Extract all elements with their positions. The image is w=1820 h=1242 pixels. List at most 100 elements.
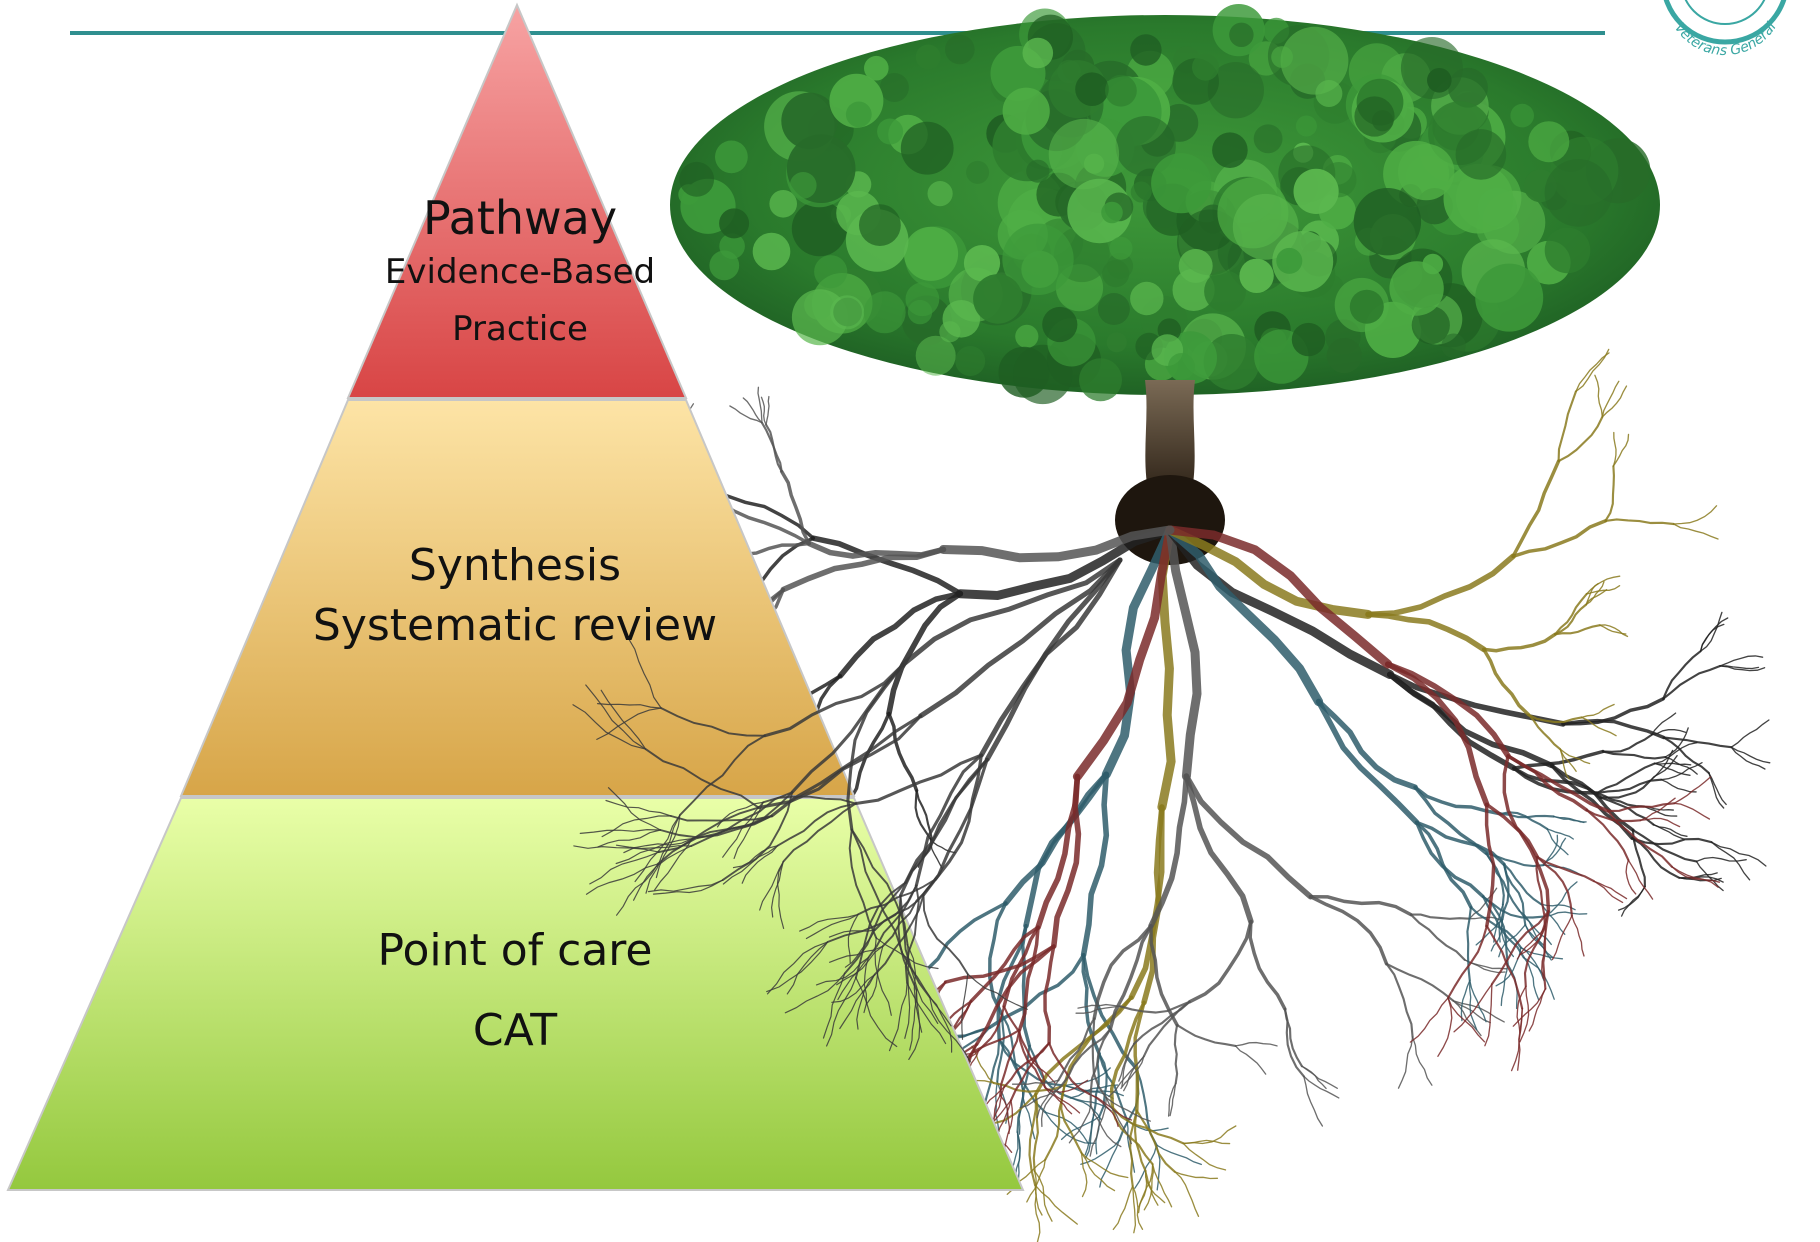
root-branch bbox=[1397, 1036, 1414, 1089]
tree-canopy bbox=[670, 4, 1660, 405]
root-branch bbox=[1002, 925, 1040, 1009]
root-branch bbox=[1585, 580, 1605, 606]
root-branch bbox=[1551, 915, 1573, 961]
leaf-cluster bbox=[903, 226, 959, 281]
root-branch bbox=[1559, 748, 1591, 765]
root-branch bbox=[1585, 575, 1621, 595]
root-branch bbox=[1080, 1152, 1088, 1198]
root-branch bbox=[810, 535, 964, 597]
root-branch bbox=[1063, 1067, 1111, 1087]
root-branch bbox=[1085, 1114, 1095, 1159]
leaf-cluster bbox=[1229, 22, 1254, 47]
leaf-cluster bbox=[1212, 132, 1248, 168]
root-branch bbox=[1182, 1142, 1227, 1171]
root-branch bbox=[644, 748, 760, 809]
leaf-cluster bbox=[1002, 223, 1074, 295]
leaf-cluster bbox=[1276, 247, 1303, 274]
root-branch bbox=[887, 711, 919, 793]
root-branch bbox=[1080, 1152, 1116, 1192]
root-branch bbox=[923, 901, 1008, 974]
root-branch bbox=[615, 838, 693, 865]
root-branch bbox=[1183, 773, 1314, 900]
root-branch bbox=[1510, 1007, 1523, 1072]
root-branch bbox=[645, 814, 681, 894]
root-branch bbox=[647, 879, 724, 893]
root-branch bbox=[1137, 1163, 1154, 1214]
root-branch bbox=[1554, 592, 1588, 636]
root-branch bbox=[659, 814, 773, 839]
root-branch bbox=[1662, 650, 1702, 700]
root-branch bbox=[1527, 713, 1583, 724]
root-branch bbox=[1601, 385, 1628, 418]
root-branch bbox=[596, 707, 662, 740]
root-branch bbox=[652, 879, 724, 895]
root-branch bbox=[1536, 855, 1596, 883]
root-branch bbox=[1523, 956, 1540, 1001]
leaf-cluster bbox=[1398, 143, 1455, 201]
root-branch bbox=[918, 557, 1123, 719]
root-branch bbox=[828, 929, 876, 938]
root-branch bbox=[929, 996, 953, 1053]
root-branch bbox=[1498, 903, 1504, 943]
root-branch bbox=[1134, 1144, 1158, 1189]
root-branch bbox=[875, 937, 939, 970]
root-branch bbox=[1070, 1097, 1102, 1121]
root-branch bbox=[1011, 1079, 1060, 1085]
root-branch bbox=[1594, 374, 1603, 418]
root-branch bbox=[770, 714, 923, 818]
root-branch bbox=[1730, 746, 1766, 770]
root-branch bbox=[1155, 1144, 1202, 1166]
root-branch bbox=[1649, 749, 1674, 782]
root-branch bbox=[1034, 1184, 1078, 1225]
root-branch bbox=[1536, 855, 1573, 917]
root-branch bbox=[573, 845, 660, 853]
root-branch bbox=[1585, 589, 1608, 606]
root-branch bbox=[850, 828, 909, 946]
leaf-cluster bbox=[1151, 153, 1212, 214]
root-branch bbox=[1585, 808, 1642, 823]
root-branch bbox=[1557, 390, 1577, 463]
root-branch bbox=[1029, 1056, 1056, 1084]
root-branch bbox=[995, 1080, 1000, 1132]
root-branch bbox=[1060, 1084, 1083, 1154]
root-branch bbox=[1630, 837, 1713, 846]
leaf-cluster bbox=[1204, 270, 1246, 313]
leaf-cluster bbox=[1455, 129, 1507, 180]
root-branch bbox=[1673, 776, 1712, 804]
root-branch bbox=[1506, 754, 1589, 812]
root-branch bbox=[1129, 1109, 1138, 1188]
root-branch bbox=[1165, 525, 1373, 619]
root-branch bbox=[1043, 944, 1056, 1045]
root-branch bbox=[1174, 1171, 1200, 1217]
root-branch bbox=[1511, 519, 1608, 559]
root-branch bbox=[760, 396, 767, 426]
root-branch bbox=[1167, 1082, 1177, 1117]
leaf-cluster bbox=[939, 321, 961, 343]
leaf-cluster bbox=[1253, 124, 1283, 154]
root-branch bbox=[929, 996, 971, 1063]
root-branch bbox=[977, 1005, 1006, 1052]
leaf-cluster bbox=[927, 181, 953, 207]
root-branch bbox=[1593, 880, 1628, 900]
root-branch bbox=[1123, 1055, 1145, 1092]
root-branch bbox=[1091, 1017, 1108, 1099]
root-branch bbox=[938, 525, 1175, 563]
root-branch bbox=[888, 982, 908, 1052]
root-branch bbox=[854, 881, 907, 979]
leaf-cluster bbox=[1207, 61, 1265, 119]
root-branch bbox=[1018, 1028, 1047, 1090]
root-branch bbox=[1109, 1000, 1146, 1109]
root-branch bbox=[1132, 1185, 1137, 1234]
leaf-cluster bbox=[900, 121, 954, 175]
root-branch bbox=[1119, 1000, 1191, 1014]
root-branch bbox=[1593, 880, 1624, 904]
root-branch bbox=[1485, 924, 1524, 1010]
root-branch bbox=[1301, 1065, 1327, 1090]
root-branch bbox=[799, 913, 859, 932]
root-branch bbox=[1057, 1017, 1096, 1082]
root-branch bbox=[873, 893, 925, 976]
root-branch bbox=[1466, 906, 1472, 982]
root-branch bbox=[1044, 1111, 1096, 1144]
root-branch bbox=[1070, 1084, 1119, 1099]
root-branch bbox=[987, 953, 1086, 1030]
